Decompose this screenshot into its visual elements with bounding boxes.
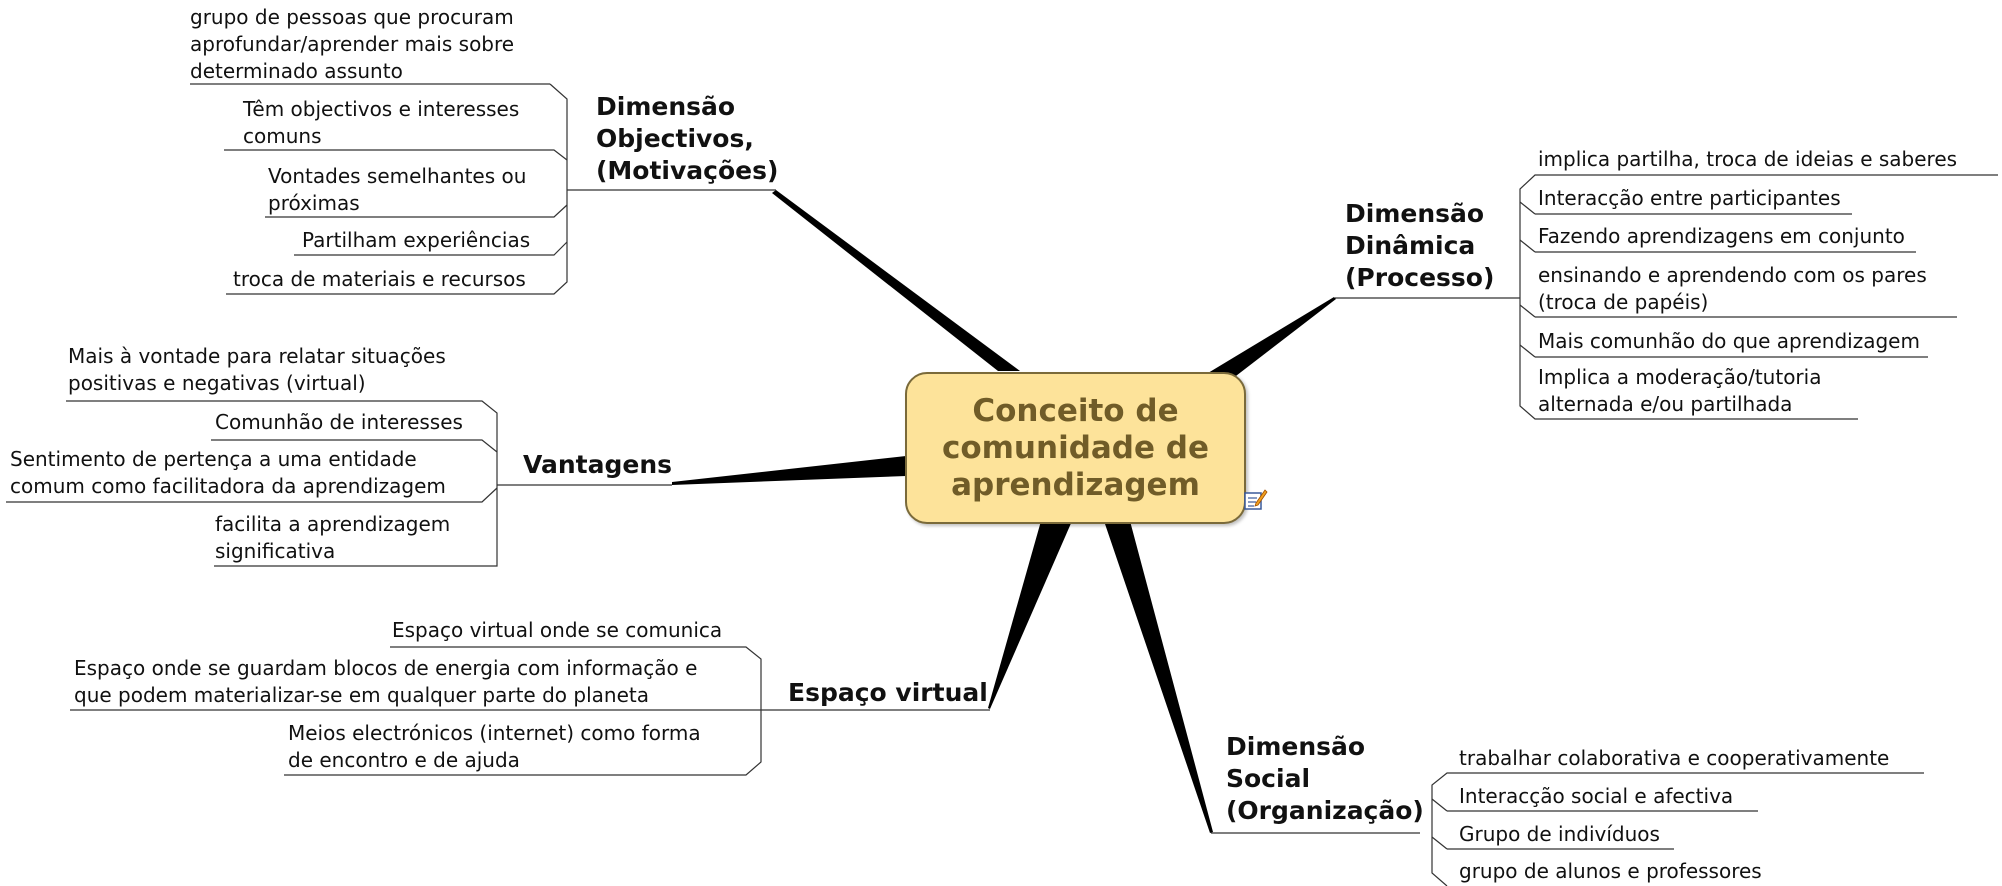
central-topic-line-1: Conceito de (972, 392, 1179, 429)
subtopic-line: Fazendo aprendizagens em conjunto (1538, 224, 1905, 248)
branch-title-espaco[interactable]: Espaço virtual (788, 677, 988, 709)
branch-title-line: Vantagens (523, 450, 672, 479)
subtopic-line: Espaço virtual onde se comunica (392, 618, 723, 642)
subtopic-social-2[interactable]: Interacção social e afectiva (1459, 783, 1733, 810)
subtopic-objectivos-3[interactable]: Vontades semelhantes ou próximas (268, 163, 526, 217)
subtopic-line: Espaço onde se guardam blocos de energia… (74, 656, 698, 680)
subtopic-objectivos-5[interactable]: troca de materiais e recursos (233, 266, 526, 293)
branch-title-line: Espaço virtual (788, 678, 988, 707)
spoke-espaco (988, 521, 1072, 709)
subtopic-line: de encontro e de ajuda (288, 748, 520, 772)
subtopic-line: ensinando e aprendendo com os pares (1538, 263, 1927, 287)
subtopic-line: facilita a aprendizagem (215, 512, 451, 536)
subtopic-vantagens-3[interactable]: Sentimento de pertença a uma entidade co… (10, 446, 446, 500)
branch-spokes (672, 190, 1336, 833)
subtopic-vantagens-2[interactable]: Comunhão de interesses (215, 409, 463, 436)
subtopic-line: Interacção entre participantes (1538, 186, 1841, 210)
subtopic-line: Têm objectivos e interesses (243, 97, 520, 121)
subtopic-espaco-3[interactable]: Meios electrónicos (internet) como forma… (288, 720, 701, 774)
subtopic-line: trabalhar colaborativa e cooperativament… (1459, 746, 1890, 770)
subtopic-line: determinado assunto (190, 59, 403, 83)
branch-lines (6, 83, 1998, 886)
subtopic-social-1[interactable]: trabalhar colaborativa e cooperativament… (1459, 745, 1889, 772)
branch-title-line: Dimensão (596, 92, 736, 121)
subtopic-social-3[interactable]: Grupo de indivíduos (1459, 821, 1660, 848)
central-topic-line-3: aprendizagem (951, 466, 1200, 503)
subtopic-line: Sentimento de pertença a uma entidade (10, 447, 417, 471)
spoke-social (1104, 521, 1213, 833)
subtopic-objectivos-1[interactable]: grupo de pessoas que procuram aprofundar… (190, 4, 514, 85)
subtopic-dinamica-2[interactable]: Interacção entre participantes (1538, 185, 1841, 212)
subtopic-line: comum como facilitadora da aprendizagem (10, 474, 446, 498)
subtopic-line: implica partilha, troca de ideias e sabe… (1538, 147, 1958, 171)
subtopic-social-4[interactable]: grupo de alunos e professores (1459, 858, 1762, 885)
subtopic-line: Implica a moderação/tutoria (1538, 365, 1822, 389)
subtopic-line: Mais à vontade para relatar situações (68, 344, 446, 368)
central-topic-line-2: comunidade de (941, 429, 1210, 466)
subtopic-line: (troca de papéis) (1538, 290, 1709, 314)
spoke-dinamica (1208, 297, 1336, 379)
branch-title-line: Objectivos, (596, 124, 754, 153)
subtopic-line: Vontades semelhantes ou (268, 164, 527, 188)
branch-title-line: Dimensão (1226, 732, 1366, 761)
subtopic-objectivos-4[interactable]: Partilham experiências (302, 227, 530, 254)
branch-title-line: (Motivações) (596, 156, 779, 185)
subtopic-vantagens-4[interactable]: facilita a aprendizagem significativa (215, 511, 450, 565)
subtopic-line: troca de materiais e recursos (233, 267, 526, 291)
branch-title-line: (Organização) (1226, 796, 1424, 825)
subtopic-espaco-2[interactable]: Espaço onde se guardam blocos de energia… (74, 655, 697, 709)
subtopic-line: comuns (243, 124, 322, 148)
subtopic-line: Mais comunhão do que aprendizagem (1538, 329, 1920, 353)
subtopic-line: Meios electrónicos (internet) como forma (288, 721, 701, 745)
subtopic-dinamica-1[interactable]: implica partilha, troca de ideias e sabe… (1538, 146, 1957, 173)
subtopic-line: próximas (268, 191, 360, 215)
subtopic-line: aprofundar/aprender mais sobre (190, 32, 515, 56)
subtopic-line: Comunhão de interesses (215, 410, 463, 434)
central-topic[interactable]: Conceito de comunidade de aprendizagem (905, 372, 1246, 524)
branch-title-dinamica[interactable]: Dimensão Dinâmica (Processo) (1345, 198, 1494, 294)
objectivos-bracket (549, 83, 568, 190)
subtopic-line: significativa (215, 539, 336, 563)
branch-title-objectivos[interactable]: Dimensão Objectivos, (Motivações) (596, 91, 778, 187)
subtopic-line: positivas e negativas (virtual) (68, 371, 366, 395)
subtopic-dinamica-3[interactable]: Fazendo aprendizagens em conjunto (1538, 223, 1905, 250)
branch-title-line: Social (1226, 764, 1311, 793)
subtopic-espaco-1[interactable]: Espaço virtual onde se comunica (392, 617, 722, 644)
subtopic-dinamica-6[interactable]: Implica a moderação/tutoria alternada e/… (1538, 364, 1821, 418)
branch-title-line: Dimensão (1345, 199, 1485, 228)
branch-title-line: Dinâmica (1345, 231, 1476, 260)
spoke-objectivos (772, 190, 1020, 371)
subtopic-line: grupo de pessoas que procuram (190, 5, 514, 29)
subtopic-line: Partilham experiências (302, 228, 531, 252)
subtopic-line: que podem materializar-se em qualquer pa… (74, 683, 649, 707)
subtopic-objectivos-2[interactable]: Têm objectivos e interesses comuns (243, 96, 519, 150)
branch-title-vantagens[interactable]: Vantagens (523, 449, 672, 481)
subtopic-line: Grupo de indivíduos (1459, 822, 1660, 846)
spoke-vantagens (672, 456, 906, 485)
branch-title-line: (Processo) (1345, 263, 1495, 292)
subtopic-line: Interacção social e afectiva (1459, 784, 1734, 808)
subtopic-dinamica-5[interactable]: Mais comunhão do que aprendizagem (1538, 328, 1920, 355)
subtopic-line: grupo de alunos e professores (1459, 859, 1762, 883)
subtopic-dinamica-4[interactable]: ensinando e aprendendo com os pares (tro… (1538, 262, 1927, 316)
subtopic-vantagens-1[interactable]: Mais à vontade para relatar situações po… (68, 343, 446, 397)
branch-title-social[interactable]: Dimensão Social (Organização) (1226, 731, 1424, 827)
note-edit-icon[interactable] (1243, 487, 1268, 512)
subtopic-line: alternada e/ou partilhada (1538, 392, 1793, 416)
